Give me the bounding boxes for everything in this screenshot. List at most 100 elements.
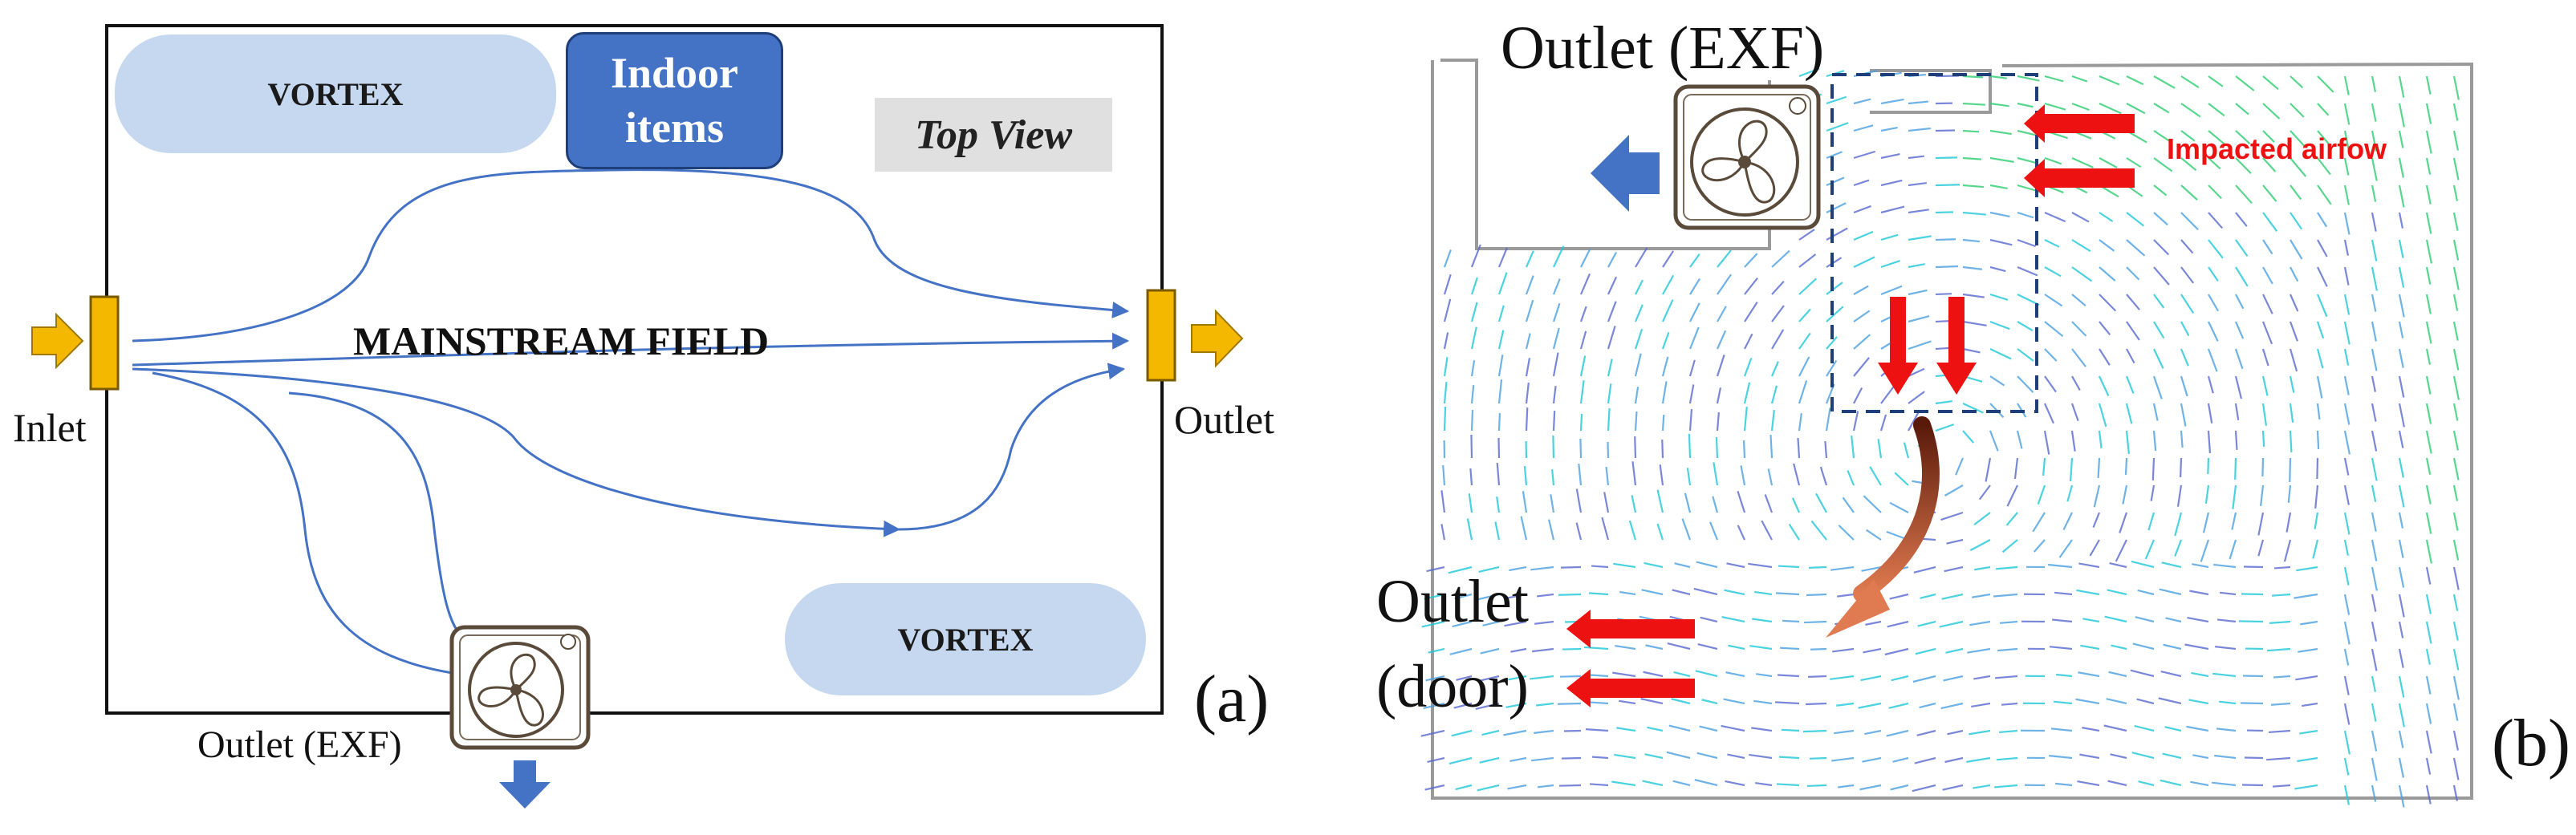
flow-vector	[2452, 75, 2460, 100]
flow-vector	[1880, 260, 1901, 269]
flow-vector	[2452, 103, 2459, 121]
flow-vector	[1561, 756, 1582, 760]
flow-vector	[2398, 675, 2405, 698]
flow-vector	[1668, 724, 1691, 732]
flow-vector	[2126, 239, 2146, 257]
flow-vector	[2343, 294, 2350, 315]
flow-vector	[1826, 257, 1843, 268]
flow-vector	[2207, 403, 2213, 424]
flow-vector	[2371, 103, 2377, 122]
flow-vector	[1782, 619, 1800, 623]
flow-vector	[2262, 239, 2273, 255]
flow-vector	[2257, 512, 2265, 536]
flow-vector	[2235, 212, 2248, 227]
flow-vector	[2234, 375, 2243, 399]
flow-vector	[1838, 525, 1855, 541]
stream-lower	[132, 367, 901, 537]
flow-vector	[2425, 566, 2432, 585]
flow-vector	[1696, 561, 1718, 569]
flow-vector	[2147, 512, 2155, 531]
flow-vector	[1863, 647, 1882, 654]
flow-vector	[1810, 647, 1827, 651]
flow-vector	[2290, 266, 2299, 282]
flow-vector	[1443, 357, 1448, 377]
flow-vector	[2180, 348, 2189, 367]
impacted-airflow-label: Impacted airfow	[2167, 132, 2387, 165]
vortex-bottom-label: VORTEX	[897, 621, 1034, 658]
flow-vector	[2220, 591, 2237, 596]
flow-vector	[1681, 518, 1692, 541]
flow-vector	[1908, 155, 1924, 160]
flow-vector	[1425, 675, 1445, 682]
flow-vector	[2425, 103, 2432, 124]
flow-vector	[2126, 212, 2144, 227]
flow-vector	[1989, 211, 2010, 218]
exf-left-arrow-icon	[1591, 135, 1660, 212]
flow-vector	[1940, 511, 1964, 521]
flow-vector	[1440, 490, 1446, 513]
flow-vector	[2082, 727, 2100, 732]
flow-vector	[2452, 730, 2459, 751]
flow-vector	[2283, 539, 2292, 562]
flow-vector	[2099, 266, 2116, 282]
flow-vector	[1962, 320, 1987, 326]
flow-vector	[2163, 643, 2182, 651]
flow-vector	[1552, 327, 1560, 350]
flow-vector	[1470, 277, 1478, 295]
flow-vector	[1751, 727, 1773, 732]
flow-vector	[2398, 375, 2405, 398]
flow-vector	[1866, 529, 1882, 541]
flow-vector	[1644, 561, 1664, 569]
flow-vector	[2425, 730, 2432, 754]
flow-vector	[2316, 348, 2324, 369]
flow-vector	[2425, 212, 2432, 234]
flow-vector	[1440, 524, 1446, 541]
flow-vector	[2109, 561, 2127, 569]
flow-vector	[1797, 437, 1801, 459]
flow-vector	[1852, 411, 1859, 432]
flow-vector	[1468, 493, 1473, 513]
flow-vector	[1421, 620, 1445, 628]
flow-vector	[2092, 512, 2101, 528]
vortex-bottom: VORTEX	[785, 583, 1146, 695]
flow-vector	[1962, 211, 1986, 216]
indoor-items-line2: items	[625, 103, 724, 152]
flow-vector	[2153, 294, 2165, 309]
flow-vector	[2242, 675, 2264, 678]
flow-vector	[1634, 411, 1638, 432]
flow-vector	[1744, 253, 1758, 268]
flow-vector	[1563, 729, 1582, 732]
flow-vector	[1452, 620, 1473, 628]
flow-vector	[1634, 353, 1642, 377]
flow-vector	[1998, 729, 2018, 734]
flow-vector	[2289, 348, 2298, 372]
flow-vector	[1724, 589, 1745, 596]
flow-vector	[2398, 784, 2405, 808]
flow-vector	[2290, 184, 2302, 201]
flow-vector	[2107, 589, 2127, 596]
flow-vector	[2343, 157, 2350, 176]
flow-vector	[2130, 669, 2155, 678]
flow-vector	[1967, 647, 1991, 654]
flow-vector	[2343, 75, 2350, 95]
flow-vector	[1853, 285, 1869, 295]
flow-vector	[1482, 620, 1500, 626]
flow-vector	[2219, 700, 2237, 705]
flow-vector	[2269, 620, 2291, 624]
flow-vector	[2235, 75, 2255, 91]
flow-vector	[1640, 698, 1664, 705]
flow-vector	[2234, 403, 2240, 420]
panel-b	[1420, 59, 2473, 808]
flow-vector	[1661, 356, 1669, 377]
flow-vector	[1853, 230, 1874, 241]
flow-vector	[2052, 618, 2073, 623]
flow-vector	[1962, 430, 1975, 444]
flow-vector	[2016, 430, 2023, 449]
flow-vector	[1721, 724, 1745, 732]
flow-vector	[2180, 375, 2188, 397]
flow-vector	[2017, 102, 2034, 108]
flow-vector	[1853, 124, 1874, 132]
flow-vector	[2017, 211, 2034, 219]
flow-vector	[2207, 348, 2218, 372]
flow-vector	[2343, 348, 2350, 366]
